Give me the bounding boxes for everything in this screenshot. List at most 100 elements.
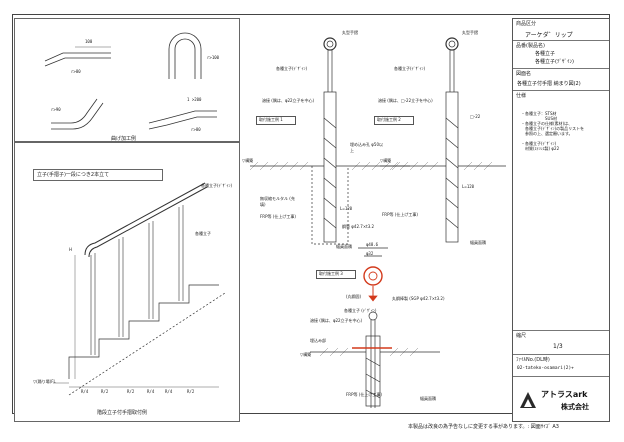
tb-product-row: 品番(製品名) 各種立子 各種立子(ﾃﾞｻﾞｲﾝ): [513, 41, 609, 69]
tb-company-name: アトラスark: [541, 390, 588, 399]
s2-frp-label: FRP等 (仕上げ工事): [382, 212, 418, 217]
stair-note: 立子(手摺子)一段につき2本立て: [37, 172, 110, 178]
s1-mortar-label: 無収縮モルタル (充填): [260, 196, 295, 207]
tb-spec-line: 参照の上、選定願います。: [521, 131, 573, 136]
s3-phi2-label: φ32: [366, 251, 374, 256]
s3-bar-label: 各種立子 (ﾃﾞｻﾞｲﾝ): [344, 308, 377, 313]
s3-weld-label: (丸鋼固): [346, 294, 362, 299]
stair-dim-r2: R/2: [101, 389, 109, 394]
tb-drawing-label: 図面名: [516, 71, 532, 77]
s1-bottom-label: 幅員面積: [336, 244, 352, 249]
s2-box: [374, 116, 414, 125]
bend-example-1: [44, 46, 111, 67]
section-1-hatch: [249, 161, 401, 171]
tb-drawing-row: 図面名 各種立子付手摺 納まり図(2): [513, 69, 609, 91]
s2-pipe-label: L=120: [462, 184, 475, 189]
section-1-geometry: [250, 37, 410, 245]
s3-inner-label: 溶接 (隅は、φ22立子を中心): [310, 318, 363, 323]
stair-dim-r4: R/4: [147, 389, 155, 394]
stair-label-baluster: 各種立子: [195, 231, 211, 236]
s1-pipe-label: 鋼管 φ42.7×t3.2: [342, 224, 375, 229]
stair-dim-r6: R/2: [187, 389, 195, 394]
stair-label-floor: ▽(踊り場)FL: [33, 379, 56, 384]
stair-dim-r5: R/4: [165, 389, 173, 394]
bend-examples-drawing: [44, 32, 217, 130]
tb-product-label: 品番(製品名): [516, 43, 545, 49]
s2-bottom-label: 幅員面積: [470, 240, 486, 245]
tb-product-value-1: 各種立子: [535, 51, 556, 57]
s2-weld-label: 溶接 (隅は、□-22立子を中心): [378, 98, 433, 103]
bend-dim-3-left: r>90: [51, 107, 61, 112]
s1-fl-label: ▽構築: [242, 158, 254, 163]
bend-dim-4-top: 1 >200: [187, 97, 202, 102]
stair-label-handrail: 各種立子(ﾃﾞｻﾞｲﾝ): [201, 183, 233, 188]
tb-spec-row: 仕様 ・各種立子：STS材 SUS材 ・各種立子の仕様(素材)は、 各種立子(ﾃ…: [513, 91, 609, 331]
s3-bottom-label: 幅員面積: [420, 396, 436, 401]
tb-spec-line: SUS材: [521, 116, 558, 121]
s2-box-label: 取付施工例 2: [377, 117, 401, 122]
s3-cap-label: 丸鋼棒製 (SGP φ42.7×t3.2): [392, 296, 445, 301]
s1-box: [256, 116, 296, 125]
tb-file-label: ﾌｧｲﾙNo.(DL時): [516, 357, 550, 363]
tb-company-suffix: 株式会社: [561, 403, 589, 411]
s3-water-label: 埋込み部: [310, 338, 326, 343]
stair-dim-r3: R/2: [127, 389, 135, 394]
s3-fl-label: ▽構築: [300, 352, 312, 357]
s1-bar-label: 各種立子(ﾃﾞｻﾞｲﾝ): [276, 66, 308, 71]
tb-category-row: 商品区分 アーケダ゛リップ: [513, 19, 609, 41]
s3-phi1-label: φ48.6: [366, 242, 379, 247]
tb-scale-row: 縮尺 1/3: [513, 331, 609, 355]
section-3-geometry: [310, 247, 440, 408]
s1-hole-label: 埋め込み孔 φ50以上: [350, 142, 383, 153]
s1-dim-label: L=120: [340, 206, 353, 211]
section-3-hatch: [319, 347, 419, 357]
stair-handrail: [84, 182, 208, 258]
s3-frp-label: FRP等 (仕上げ工事): [346, 392, 382, 397]
tb-product-value-2: 各種立子(ﾃﾞｻﾞｲﾝ): [535, 59, 574, 65]
stair-dim-r1: R/4: [81, 389, 89, 394]
bend-dim-1-top: 100: [85, 39, 93, 44]
s2-bar-label: 各種立子(ﾃﾞｻﾞｲﾝ): [394, 66, 426, 71]
section-drawings: [249, 37, 506, 408]
tb-spec-line: ・各種立子(ﾃﾞｻﾞｲﾝ): [521, 141, 557, 146]
s1-frp-label: FRP等 (仕上げ工事): [260, 214, 296, 219]
tb-spec-label: 仕様: [516, 93, 527, 99]
bend-dim-2-top: r>100: [207, 55, 220, 60]
tb-drawing-value: 各種立子付手摺 納まり図(2): [517, 81, 581, 87]
tb-spec-line: 材質(ｽﾃﾝﾚｽ製) φ22: [521, 146, 560, 151]
title-block: 商品区分 アーケダ゛リップ 品番(製品名) 各種立子 各種立子(ﾃﾞｻﾞｲﾝ) …: [512, 18, 610, 422]
s1-top-label: 丸型手摺: [342, 30, 358, 35]
company-logo-icon: [520, 392, 536, 408]
s3-box-label: 取付施工例 3: [319, 271, 343, 276]
footer-note: 本製品は改良の為予告なしに変更する事があります。: 図面ｻｲｽﾞ A3: [408, 424, 559, 430]
bend-dim-1-r: r>80: [71, 69, 81, 74]
s2-fl-label: ▽構築: [380, 158, 392, 163]
tb-scale-label: 縮尺: [516, 333, 527, 339]
s2-top-label: 丸型手摺: [462, 30, 478, 35]
tb-spec-line: 各種立子(ﾃﾞｻﾞｲﾝ)の製品リストを: [521, 126, 585, 131]
bend-example-4: [148, 110, 217, 130]
stair-note-box: [33, 169, 163, 181]
tb-spec-lines: ・各種立子：STS材 SUS材 ・各種立子の仕様(素材)は、 各種立子(ﾃﾞｻﾞ…: [521, 111, 584, 151]
tb-spec-line: ・各種立子：STS材: [521, 111, 557, 116]
tb-category-value: アーケダ゛リップ: [525, 32, 573, 39]
bend-dim-4-r: r>80: [191, 127, 201, 132]
section-2-hatch: [389, 161, 493, 171]
tb-file-value: 02-tateko-osamari(2)+: [517, 366, 574, 371]
stair-install-drawing: [53, 182, 226, 396]
stair-label-height: H: [69, 247, 73, 252]
section-2-geometry: [380, 37, 506, 243]
stair-panel-title: 階段立子付手摺取付例: [97, 410, 148, 416]
s3-box: [316, 270, 356, 279]
bend-example-2: [168, 32, 202, 79]
stair-balusters: [90, 205, 184, 355]
tb-company: アトラスark 株式会社: [513, 377, 609, 423]
stair-outline: [68, 284, 226, 396]
tb-scale-value: 1/3: [553, 343, 563, 350]
tb-file-row: ﾌｧｲﾙNo.(DL時) 02-tateko-osamari(2)+: [513, 355, 609, 377]
bend-example-3: [51, 98, 104, 130]
s1-weld-label: 溶接 (隅は、φ22立子を中心): [262, 98, 315, 103]
s1-box-label: 取付施工例 1: [259, 117, 283, 122]
bend-panel-title: 曲げ加工例: [111, 136, 137, 142]
stair-install-panel: 立子(手摺子)一段につき2本立て 各種立子(ﾃﾞｻﾞｲﾝ) 各種立子 H ▽(踊…: [14, 142, 240, 422]
